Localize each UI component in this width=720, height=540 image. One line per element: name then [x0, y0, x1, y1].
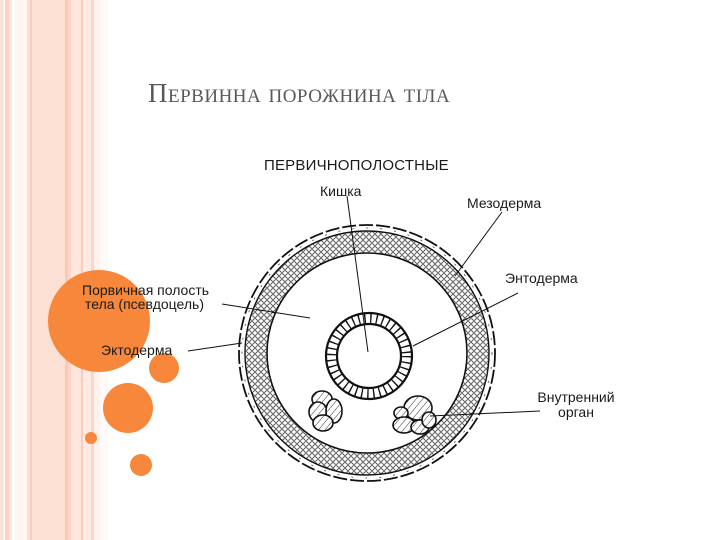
label-organ-line2: орган	[558, 404, 594, 420]
pointer-gut	[346, 195, 369, 353]
diagram-heading: ПЕРВИЧНОПОЛОСТНЫЕ	[264, 157, 449, 174]
internal-organ-left	[308, 390, 343, 432]
label-pseudocoel-line2: тела (псевдоцель)	[85, 296, 204, 312]
pointer-pseudocoel	[221, 303, 311, 319]
ectoderm-layer	[238, 224, 496, 482]
slide-title: Первинна порожнина тіла	[148, 78, 451, 108]
gut-tube	[324, 311, 414, 401]
label-endoderm: Энтодерма	[505, 270, 578, 286]
label-ectoderm: Эктодерма	[101, 342, 173, 358]
label-pseudocoel-line1: Порвичная полость	[82, 282, 210, 298]
pointer-mesoderm	[454, 211, 503, 277]
label-gut: Кишка	[320, 183, 362, 199]
internal-organ-right	[392, 395, 437, 435]
pointer-endoderm	[412, 292, 519, 347]
label-mesoderm: Мезодерма	[467, 195, 542, 211]
pointer-lines	[187, 195, 541, 417]
pointer-ectoderm	[187, 342, 243, 352]
label-organ-line1: Внутренний	[537, 389, 615, 405]
pointer-organ	[429, 410, 541, 417]
